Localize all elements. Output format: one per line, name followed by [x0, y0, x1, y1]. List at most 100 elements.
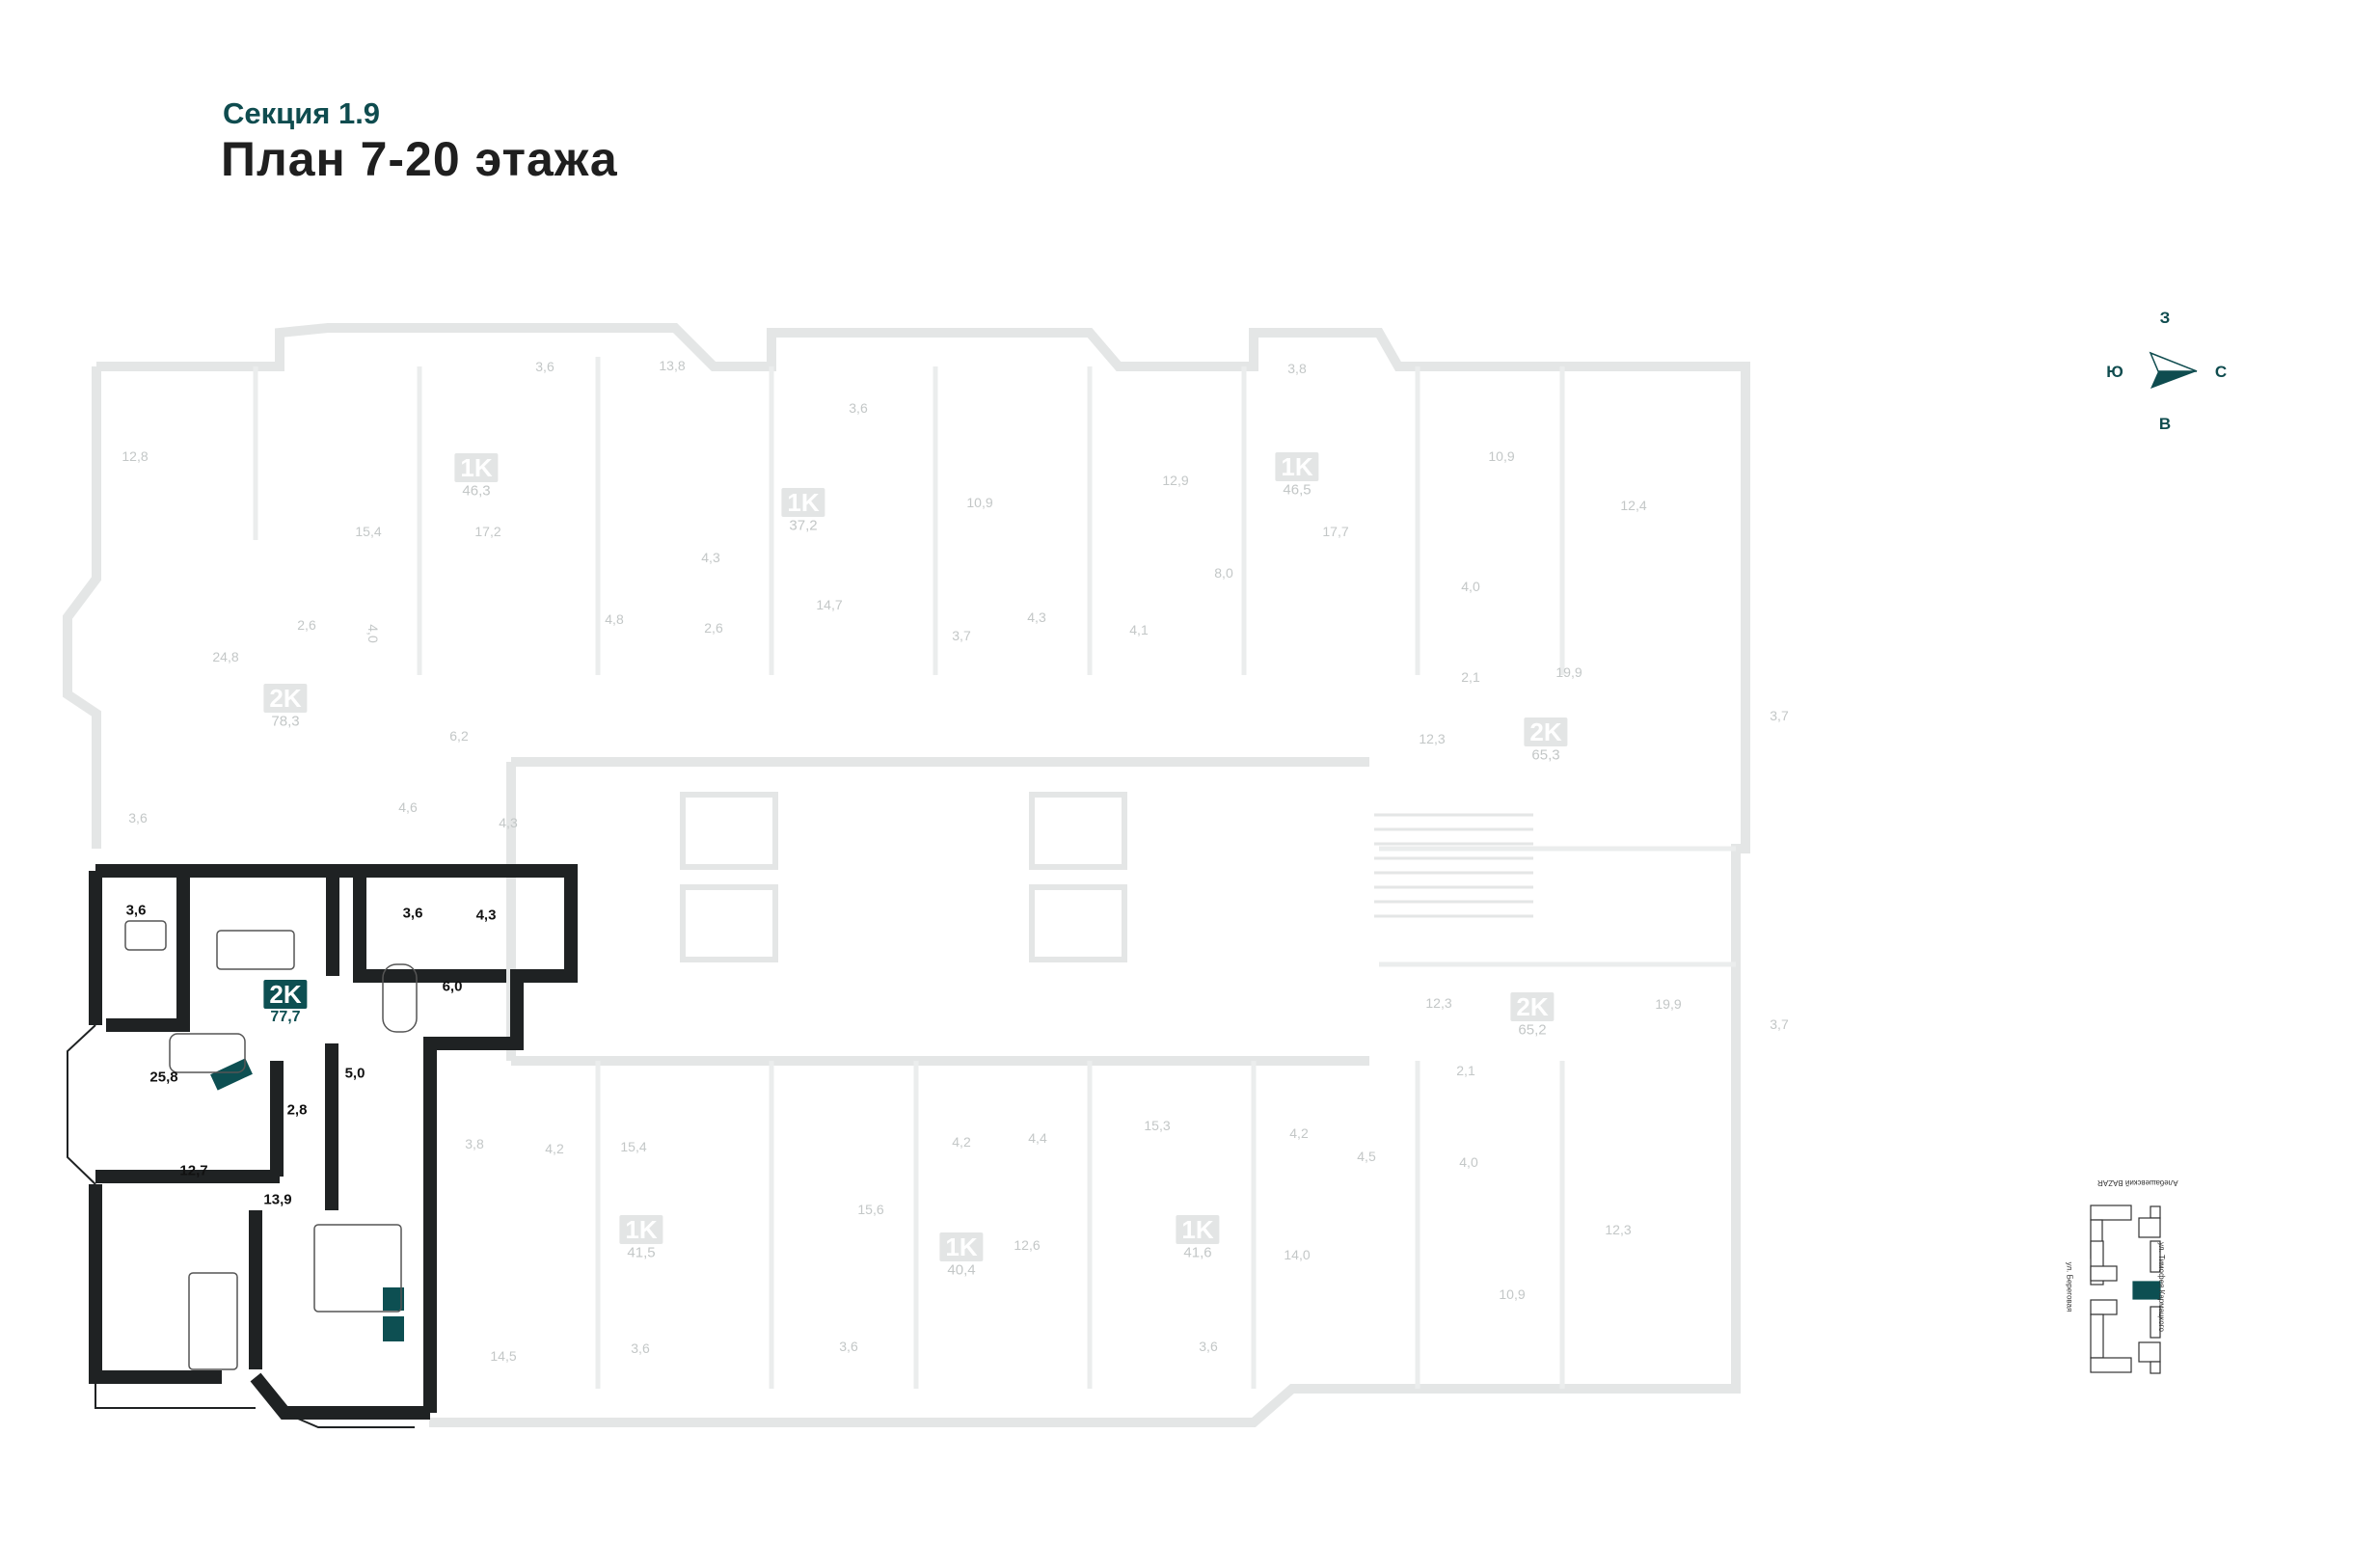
room-area-label: 12,3	[1425, 995, 1452, 1011]
apartment-type-badge[interactable]: 1K	[781, 488, 825, 517]
room-area-label: 3,7	[1770, 708, 1789, 723]
apartment-type-badge[interactable]: 2K	[1510, 992, 1555, 1021]
selected-apartment-area: 77,7	[270, 1009, 301, 1025]
selected-apartment-type-badge[interactable]: 2K	[263, 980, 308, 1009]
room-area-label: 17,2	[474, 524, 501, 539]
room-area-label: 4,2	[952, 1134, 971, 1150]
room-area-label: 15,4	[620, 1139, 647, 1154]
compass-west: З	[2159, 309, 2171, 327]
selected-room-area-label: 4,3	[475, 907, 497, 924]
selected-apartment-windows	[67, 1024, 415, 1428]
site-map-street-top: Алебашевский BAZAR	[2097, 1178, 2178, 1187]
room-area-label: 4,5	[1357, 1149, 1376, 1164]
room-area-label: 14,7	[816, 597, 843, 612]
room-area-label: 6,2	[449, 728, 469, 744]
room-area-label: 4,4	[1028, 1130, 1047, 1146]
room-area-label: 19,9	[1655, 996, 1682, 1012]
room-area-label: 4,2	[1289, 1125, 1309, 1141]
selected-room-area-label: 5,0	[344, 1065, 365, 1082]
room-area-label: 24,8	[212, 649, 239, 664]
room-area-label: 4,1	[1129, 622, 1149, 637]
room-area-label: 13,8	[659, 358, 686, 373]
room-area-label: 3,6	[839, 1339, 858, 1354]
room-area-label: 10,9	[1488, 448, 1515, 464]
selected-room-area-label: 13,9	[263, 1191, 292, 1208]
compass-east: В	[2158, 415, 2172, 433]
apartment-type-badge[interactable]: 1K	[1275, 452, 1319, 481]
apartment-type-badge[interactable]: 1K	[1176, 1215, 1220, 1244]
apartment-area-label: 46,5	[1283, 481, 1312, 499]
room-area-label: 4,3	[499, 815, 518, 830]
room-area-label: 3,8	[465, 1136, 484, 1151]
site-map-street-right: ул. Тимофея Кармацкого	[2156, 1242, 2166, 1332]
room-area-label: 3,6	[631, 1340, 650, 1356]
room-area-label: 10,9	[966, 495, 993, 510]
apartment-area-label: 40,4	[947, 1261, 976, 1279]
selected-room-area-label: 2,8	[286, 1101, 308, 1119]
room-area-label: 4,3	[1027, 609, 1046, 625]
room-area-label: 14,5	[490, 1348, 517, 1364]
selected-room-area-label: 3,6	[402, 905, 423, 922]
room-area-label: 12,8	[122, 448, 149, 464]
compass-arrow-icon	[2149, 351, 2198, 389]
room-area-label: 15,3	[1144, 1118, 1171, 1133]
room-area-label: 15,6	[857, 1202, 884, 1217]
room-area-label: 15,4	[355, 524, 382, 539]
room-area-label: 19,9	[1555, 664, 1582, 680]
faded-interior-walls	[253, 357, 1736, 1389]
compass-south: Ю	[2106, 363, 2123, 381]
apartment-type-badge[interactable]: 2K	[263, 684, 308, 713]
apartment-area-label: 65,2	[1518, 1021, 1547, 1039]
elevators	[680, 792, 1127, 962]
selected-apartment-walls	[89, 864, 578, 1420]
selected-room-area-label: 3,6	[125, 902, 147, 919]
room-area-label: 4,6	[398, 799, 418, 815]
room-area-label: 12,3	[1605, 1222, 1632, 1237]
room-area-label: 4,0	[1459, 1154, 1478, 1170]
compass-north: С	[2214, 363, 2228, 381]
selected-room-area-label: 12,7	[179, 1162, 208, 1179]
room-area-label: 4,0	[1461, 579, 1480, 594]
room-area-label: 4,3	[701, 550, 720, 565]
apartment-area-label: 46,3	[462, 482, 491, 500]
room-area-label: 8,0	[1214, 565, 1233, 581]
apartment-area-label: 78,3	[271, 713, 300, 730]
room-area-label: 10,9	[1499, 1286, 1526, 1302]
room-area-label: 3,6	[128, 810, 148, 826]
room-area-label: 2,1	[1456, 1063, 1475, 1078]
furniture-accent	[210, 1058, 404, 1341]
room-area-label: 12,6	[1014, 1237, 1041, 1253]
selected-room-area-label: 6,0	[442, 978, 463, 995]
room-area-label: 2,6	[704, 620, 723, 636]
apartment-type-badge[interactable]: 2K	[1524, 717, 1568, 746]
room-area-label: 2,1	[1461, 669, 1480, 685]
apartment-area-label: 41,6	[1183, 1244, 1212, 1261]
apartment-type-badge[interactable]: 1K	[939, 1232, 984, 1261]
room-area-label: 3,8	[1287, 361, 1307, 376]
room-area-label: 12,9	[1162, 473, 1189, 488]
page-title: План 7-20 этажа	[221, 132, 618, 186]
room-area-label: 2,6	[297, 617, 316, 633]
room-area-label: 3,7	[952, 628, 971, 643]
apartment-area-label: 37,2	[789, 517, 818, 534]
section-label: Секция 1.9	[223, 96, 381, 130]
faded-building-outline	[63, 323, 1750, 1427]
room-area-label: 14,0	[1284, 1247, 1311, 1262]
apartment-area-label: 65,3	[1531, 746, 1560, 764]
room-area-label: 17,7	[1322, 524, 1349, 539]
apartment-type-badge[interactable]: 1K	[454, 453, 499, 482]
apartment-area-label: 41,5	[627, 1244, 656, 1261]
room-area-label: 3,6	[535, 359, 554, 374]
room-area-label: 4,8	[605, 611, 624, 627]
site-map-street-left: ул. Береговая	[2065, 1261, 2074, 1313]
selected-room-area-label: 25,8	[149, 1069, 178, 1086]
room-area-label: 3,7	[1770, 1016, 1789, 1032]
room-area-label: 4,2	[545, 1141, 564, 1156]
room-area-label: 4,0	[365, 624, 381, 643]
staircase	[1374, 813, 1533, 918]
room-area-label: 3,6	[849, 400, 868, 416]
apartment-type-badge[interactable]: 1K	[619, 1215, 663, 1244]
room-area-label: 3,6	[1199, 1339, 1218, 1354]
site-map	[2090, 1205, 2161, 1374]
